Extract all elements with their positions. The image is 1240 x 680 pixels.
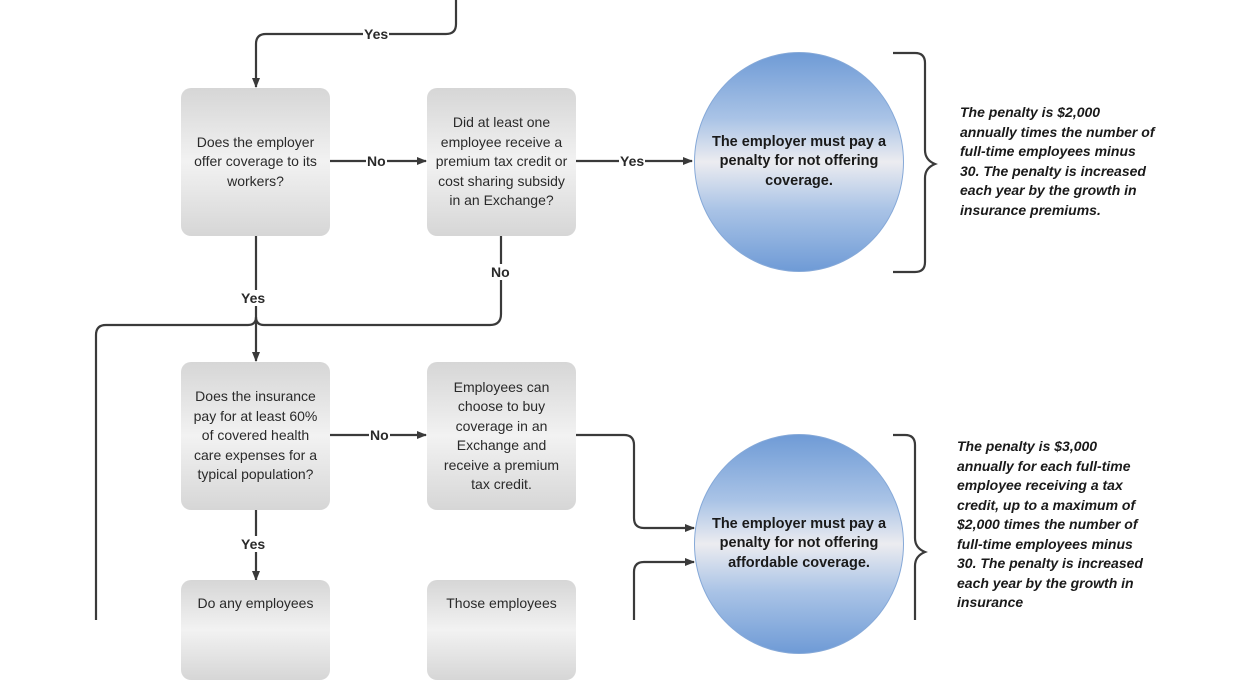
- node-text: The employer must pay a penalty for not …: [711, 515, 887, 571]
- node-60-percent-question: Does the insurance pay for at least 60% …: [181, 362, 330, 510]
- note-penalty-2000: The penalty is $2,000 annually times the…: [960, 104, 1155, 218]
- node-those-employees: Those employees: [427, 580, 576, 680]
- node-any-employees: Do any employees: [181, 580, 330, 680]
- edge-exchange-to-penalty: [576, 433, 695, 532]
- label-pct-no: No: [369, 427, 390, 443]
- brace-1: [893, 51, 938, 274]
- node-text: Did at least one employee receive a prem…: [435, 114, 568, 209]
- note-penalty-3000: The penalty is $3,000 annually for each …: [957, 438, 1143, 610]
- label-top-yes: Yes: [363, 26, 390, 42]
- node-text: Employees can choose to buy coverage in …: [443, 378, 560, 493]
- label-pct-yes: Yes: [240, 536, 267, 552]
- node-text: Those employees: [446, 595, 557, 611]
- node-tax-credit-question: Did at least one employee receive a prem…: [427, 88, 576, 236]
- brace-2: [893, 433, 928, 620]
- node-text: The employer must pay a penalty for not …: [711, 133, 887, 189]
- node-text: Does the employer offer coverage to its …: [194, 133, 317, 189]
- node-text: Does the insurance pay for at least 60% …: [193, 388, 318, 483]
- edge-credit-no: [94, 236, 503, 620]
- node-penalty-unaffordable: The employer must pay a penalty for not …: [694, 434, 904, 654]
- label-offer-yes: Yes: [240, 290, 267, 306]
- node-offer-coverage: Does the employer offer coverage to its …: [181, 88, 330, 236]
- edge-top-yes: [252, 0, 458, 88]
- label-credit-no: No: [490, 264, 511, 280]
- label-offer-no: No: [366, 153, 387, 169]
- edge-those-to-penalty: [632, 558, 695, 620]
- node-penalty-no-coverage: The employer must pay a penalty for not …: [694, 52, 904, 272]
- node-employees-exchange: Employees can choose to buy coverage in …: [427, 362, 576, 510]
- label-credit-yes: Yes: [619, 153, 646, 169]
- node-text: Do any employees: [197, 595, 314, 611]
